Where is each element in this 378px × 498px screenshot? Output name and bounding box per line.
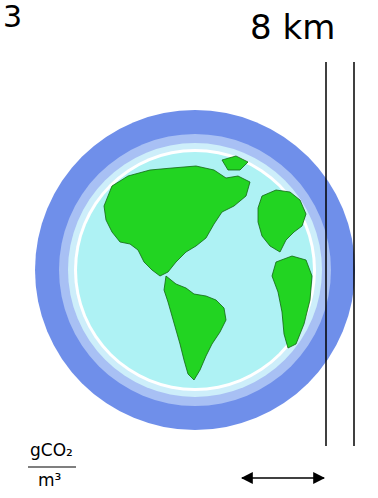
atmosphere-outer: [35, 110, 355, 430]
dimension-arrow: [242, 477, 324, 479]
atmosphere-middle: [59, 134, 331, 406]
dimension-label: 8 km: [250, 10, 335, 44]
ocean: [77, 152, 313, 388]
figure-number: 3: [3, 2, 22, 32]
fraction-bar: [28, 466, 76, 467]
surface-ring: [74, 149, 316, 391]
continents: [104, 156, 312, 380]
unit-denominator: m³: [38, 472, 61, 489]
boundary-line: [353, 62, 355, 446]
atmosphere-inner: [68, 143, 322, 397]
unit-numerator: gCO₂: [30, 442, 73, 459]
boundary-line: [325, 62, 327, 446]
